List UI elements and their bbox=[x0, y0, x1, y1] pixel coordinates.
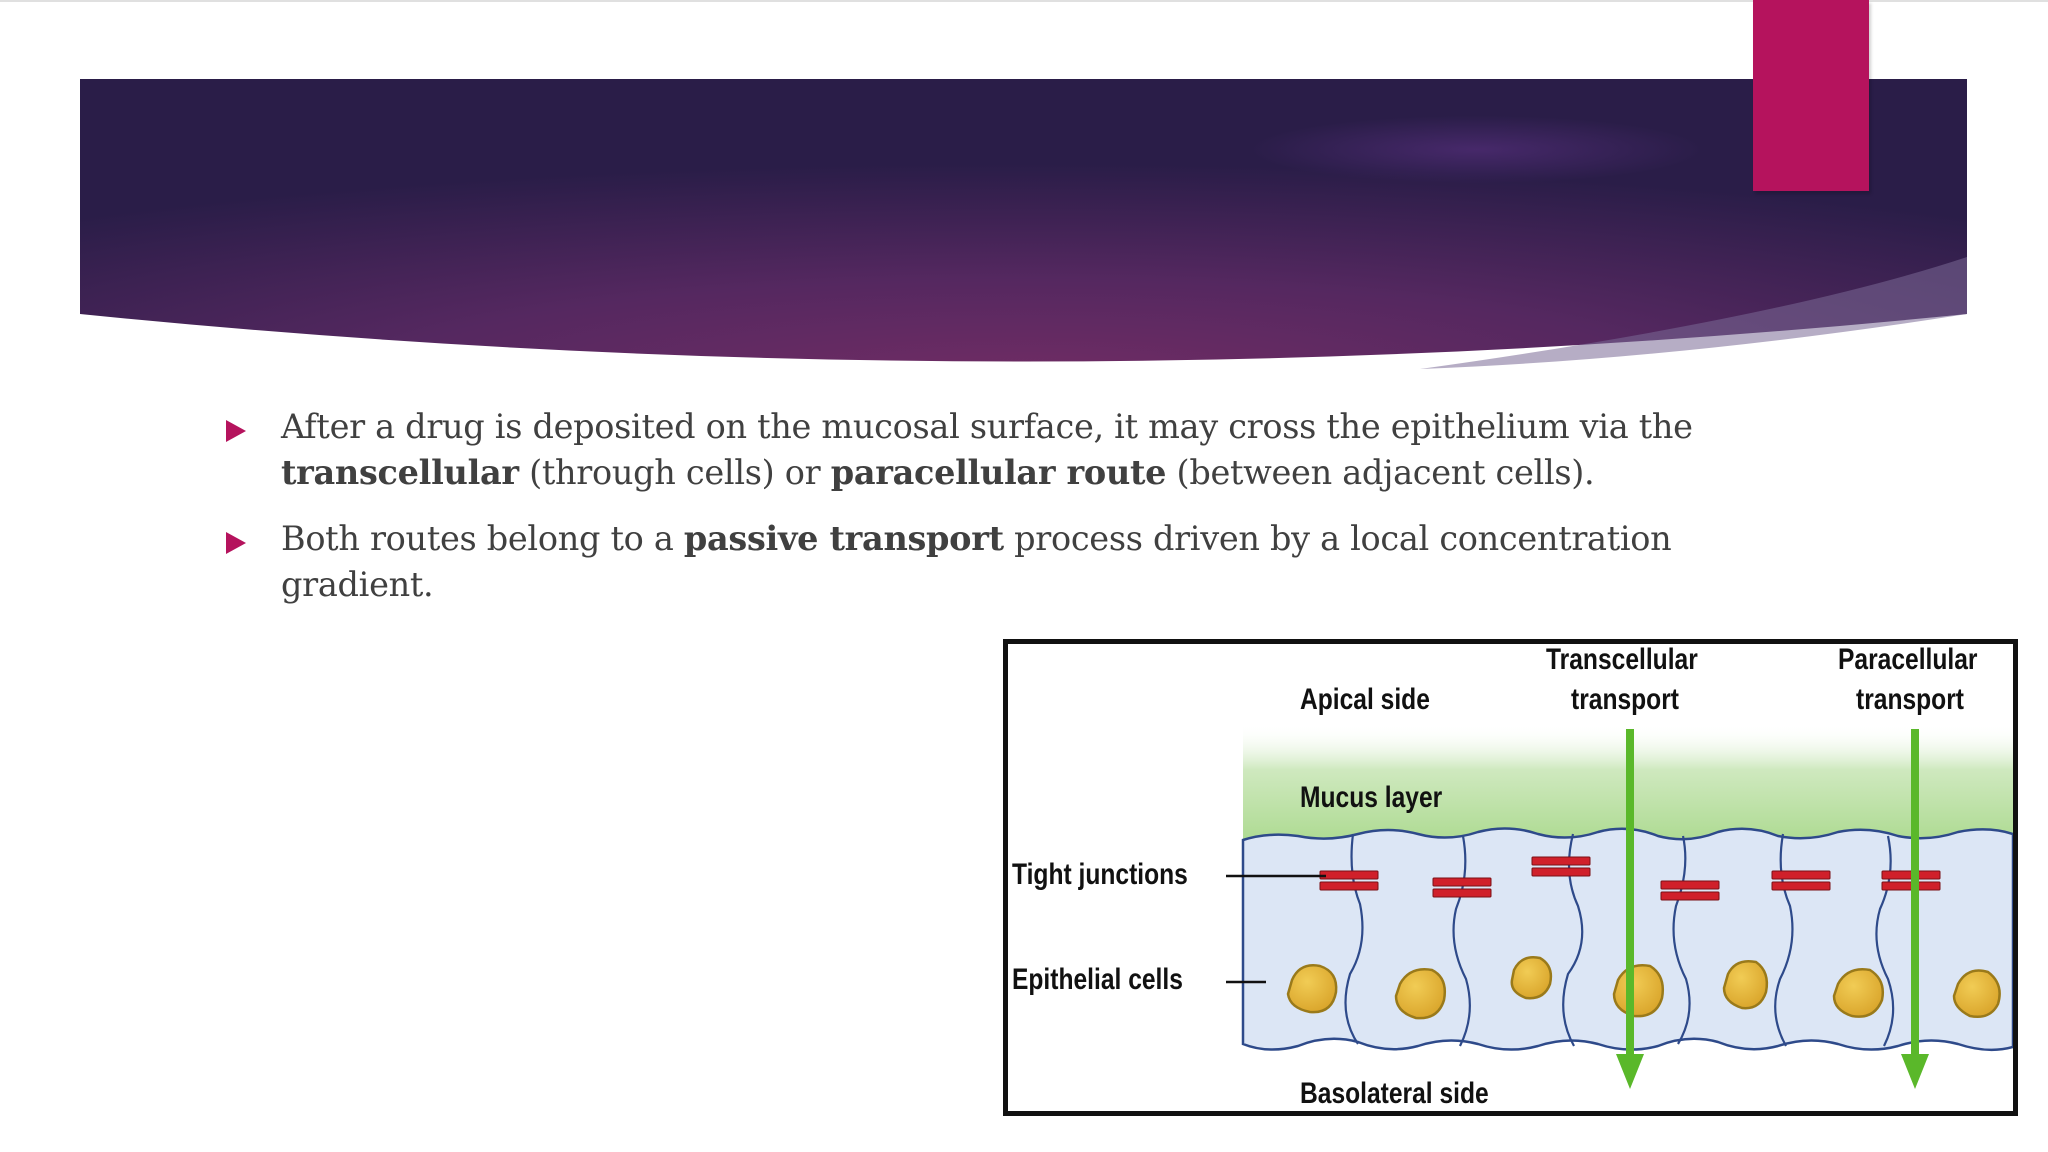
bullet-list: After a drug is deposited on the mucosal… bbox=[222, 404, 1702, 628]
transcellular-label-line1: Transcellular bbox=[1546, 643, 1698, 676]
paracellular-label-line1: Paracellular bbox=[1838, 643, 1978, 676]
diagram-graphic bbox=[1226, 724, 2013, 1089]
apical-side-label: Apical side bbox=[1300, 683, 1430, 716]
bullet-item: Both routes belong to a passive transpor… bbox=[222, 516, 1702, 608]
epithelium-transport-diagram: Apical side Transcellular transport Para… bbox=[1003, 639, 2018, 1116]
bullet-text: After a drug is deposited on the mucosal… bbox=[281, 407, 1693, 492]
top-border-line bbox=[0, 0, 2048, 2]
paracellular-arrow bbox=[1901, 729, 1929, 1089]
paracellular-label-line2: transport bbox=[1856, 683, 1964, 716]
transcellular-label-line2: transport bbox=[1571, 683, 1679, 716]
bullet-item: After a drug is deposited on the mucosal… bbox=[222, 404, 1702, 496]
tight-junctions-label: Tight junctions bbox=[1012, 858, 1188, 891]
cell-nuclei bbox=[1286, 956, 2001, 1020]
epithelial-cells-label: Epithelial cells bbox=[1012, 963, 1183, 996]
triangle-bullet-icon bbox=[226, 532, 246, 554]
title-banner bbox=[80, 79, 1967, 381]
bullet-text: Both routes belong to a passive transpor… bbox=[281, 519, 1672, 604]
accent-tab bbox=[1753, 0, 1869, 191]
triangle-bullet-icon bbox=[226, 420, 246, 442]
title-banner-shape bbox=[80, 79, 1967, 369]
basolateral-side-label: Basolateral side bbox=[1300, 1077, 1489, 1110]
mucus-layer-label: Mucus layer bbox=[1300, 781, 1443, 814]
transcellular-arrow bbox=[1616, 729, 1644, 1089]
